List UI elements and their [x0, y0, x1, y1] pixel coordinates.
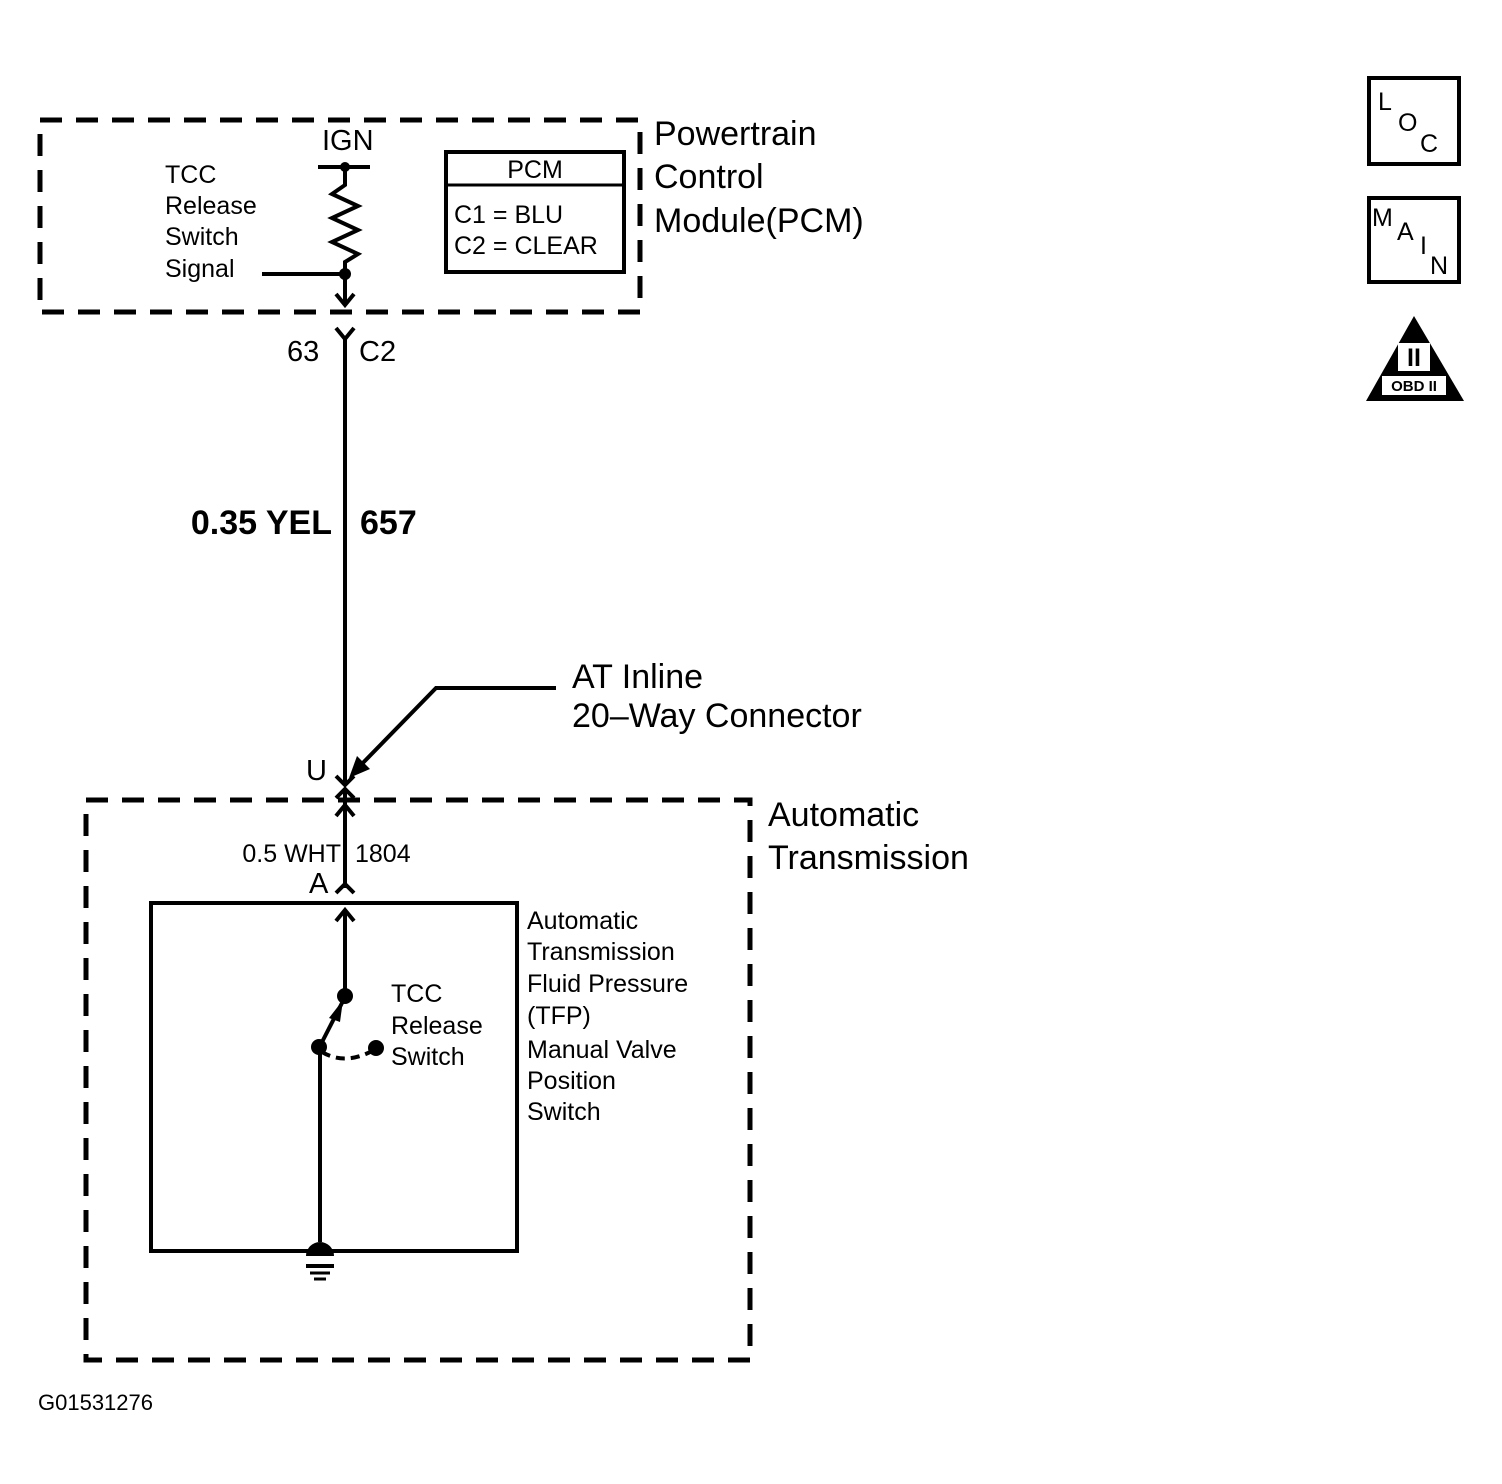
signal-label-line-2: Release [165, 192, 257, 220]
pullup-resistor-icon [327, 167, 363, 274]
main-icon-letter-m: M [1372, 204, 1393, 232]
tfp-label-line-4: (TFP) [527, 1002, 591, 1030]
tfp-label-line-6: Position [527, 1067, 616, 1095]
signal-label-line-1: TCC [165, 161, 216, 189]
inline-connector-label-2: 20–Way Connector [572, 697, 862, 735]
transmission-box [83, 797, 753, 1363]
inline-connector-pointer [354, 686, 556, 772]
signal-label-line-3: Switch [165, 223, 239, 251]
pcm-title-line-2: Control [654, 158, 764, 196]
pcm-module-box [37, 117, 643, 315]
switch-blade-arrow-icon [329, 1000, 343, 1022]
tfp-label-line-5: Manual Valve [527, 1036, 677, 1064]
transmission-title-line-2: Transmission [768, 839, 969, 877]
main-icon-letter-i: I [1420, 232, 1427, 260]
switch-pin-connector-icon [334, 881, 356, 895]
main-icon-letter-n: N [1430, 252, 1448, 280]
main-icon: M A I N [1367, 196, 1461, 284]
ground-case-icon [306, 1242, 334, 1256]
ign-label: IGN [322, 125, 374, 157]
pcm-title-line-3: Module(PCM) [654, 202, 864, 240]
tfp-label-line-2: Transmission [527, 938, 675, 966]
loc-icon: L O C [1367, 76, 1461, 166]
inline-connector-upper-icon [334, 774, 356, 788]
pcm-connector-table [444, 150, 626, 274]
pcm-table-row-2: C2 = CLEAR [454, 232, 598, 260]
obd-icon-numeral: II [1407, 344, 1421, 372]
wire-lower-up-arrow-icon [334, 801, 356, 818]
signal-arrow-icon [334, 292, 356, 309]
pcm-table-header: PCM [507, 156, 563, 184]
wire-upper-color: 0.35 YEL [191, 504, 332, 542]
switch-mechanical-link [320, 1048, 375, 1061]
pcm-pin-number: 63 [287, 336, 319, 368]
obd-icon-text: OBD II [1391, 378, 1437, 395]
pcm-pin-connector-icon [334, 326, 356, 343]
inline-connector-lower-icon [334, 786, 356, 800]
signal-label-line-4: Signal [165, 255, 235, 283]
tcc-switch-label-line-1: TCC [391, 980, 442, 1008]
pcm-connector-id: C2 [359, 336, 396, 368]
switch-pin-label: A [309, 868, 329, 900]
obd-ii-icon: II OBD II [1366, 316, 1464, 401]
inline-connector-pin: U [306, 755, 327, 787]
switch-upper-contact [337, 988, 353, 1004]
loc-icon-letter-l: L [1378, 88, 1392, 116]
transmission-title-line-1: Automatic [768, 796, 919, 834]
tfp-switch-box [149, 901, 519, 1253]
tfp-label-line-7: Switch [527, 1098, 601, 1126]
tcc-switch-label-line-2: Release [391, 1012, 483, 1040]
tfp-label-line-3: Fluid Pressure [527, 970, 688, 998]
pcm-title-line-1: Powertrain [654, 115, 817, 153]
inline-pointer-arrowhead-icon [349, 756, 370, 778]
wire-lower-circuit: 1804 [355, 840, 411, 868]
tcc-switch-label-line-3: Switch [391, 1043, 465, 1071]
loc-icon-letter-o: O [1398, 109, 1417, 137]
switch-lower-contact [368, 1040, 384, 1056]
loc-icon-letter-c: C [1420, 130, 1438, 158]
figure-id: G01531276 [38, 1390, 153, 1415]
switch-feed-arrow-icon [334, 906, 356, 923]
tfp-label-line-1: Automatic [527, 907, 638, 935]
inline-connector-label-1: AT Inline [572, 658, 703, 696]
main-icon-letter-a: A [1397, 218, 1414, 246]
wire-lower-color: 0.5 WHT [242, 840, 341, 868]
pcm-table-row-1: C1 = BLU [454, 201, 563, 229]
wire-upper-circuit: 657 [360, 504, 417, 542]
